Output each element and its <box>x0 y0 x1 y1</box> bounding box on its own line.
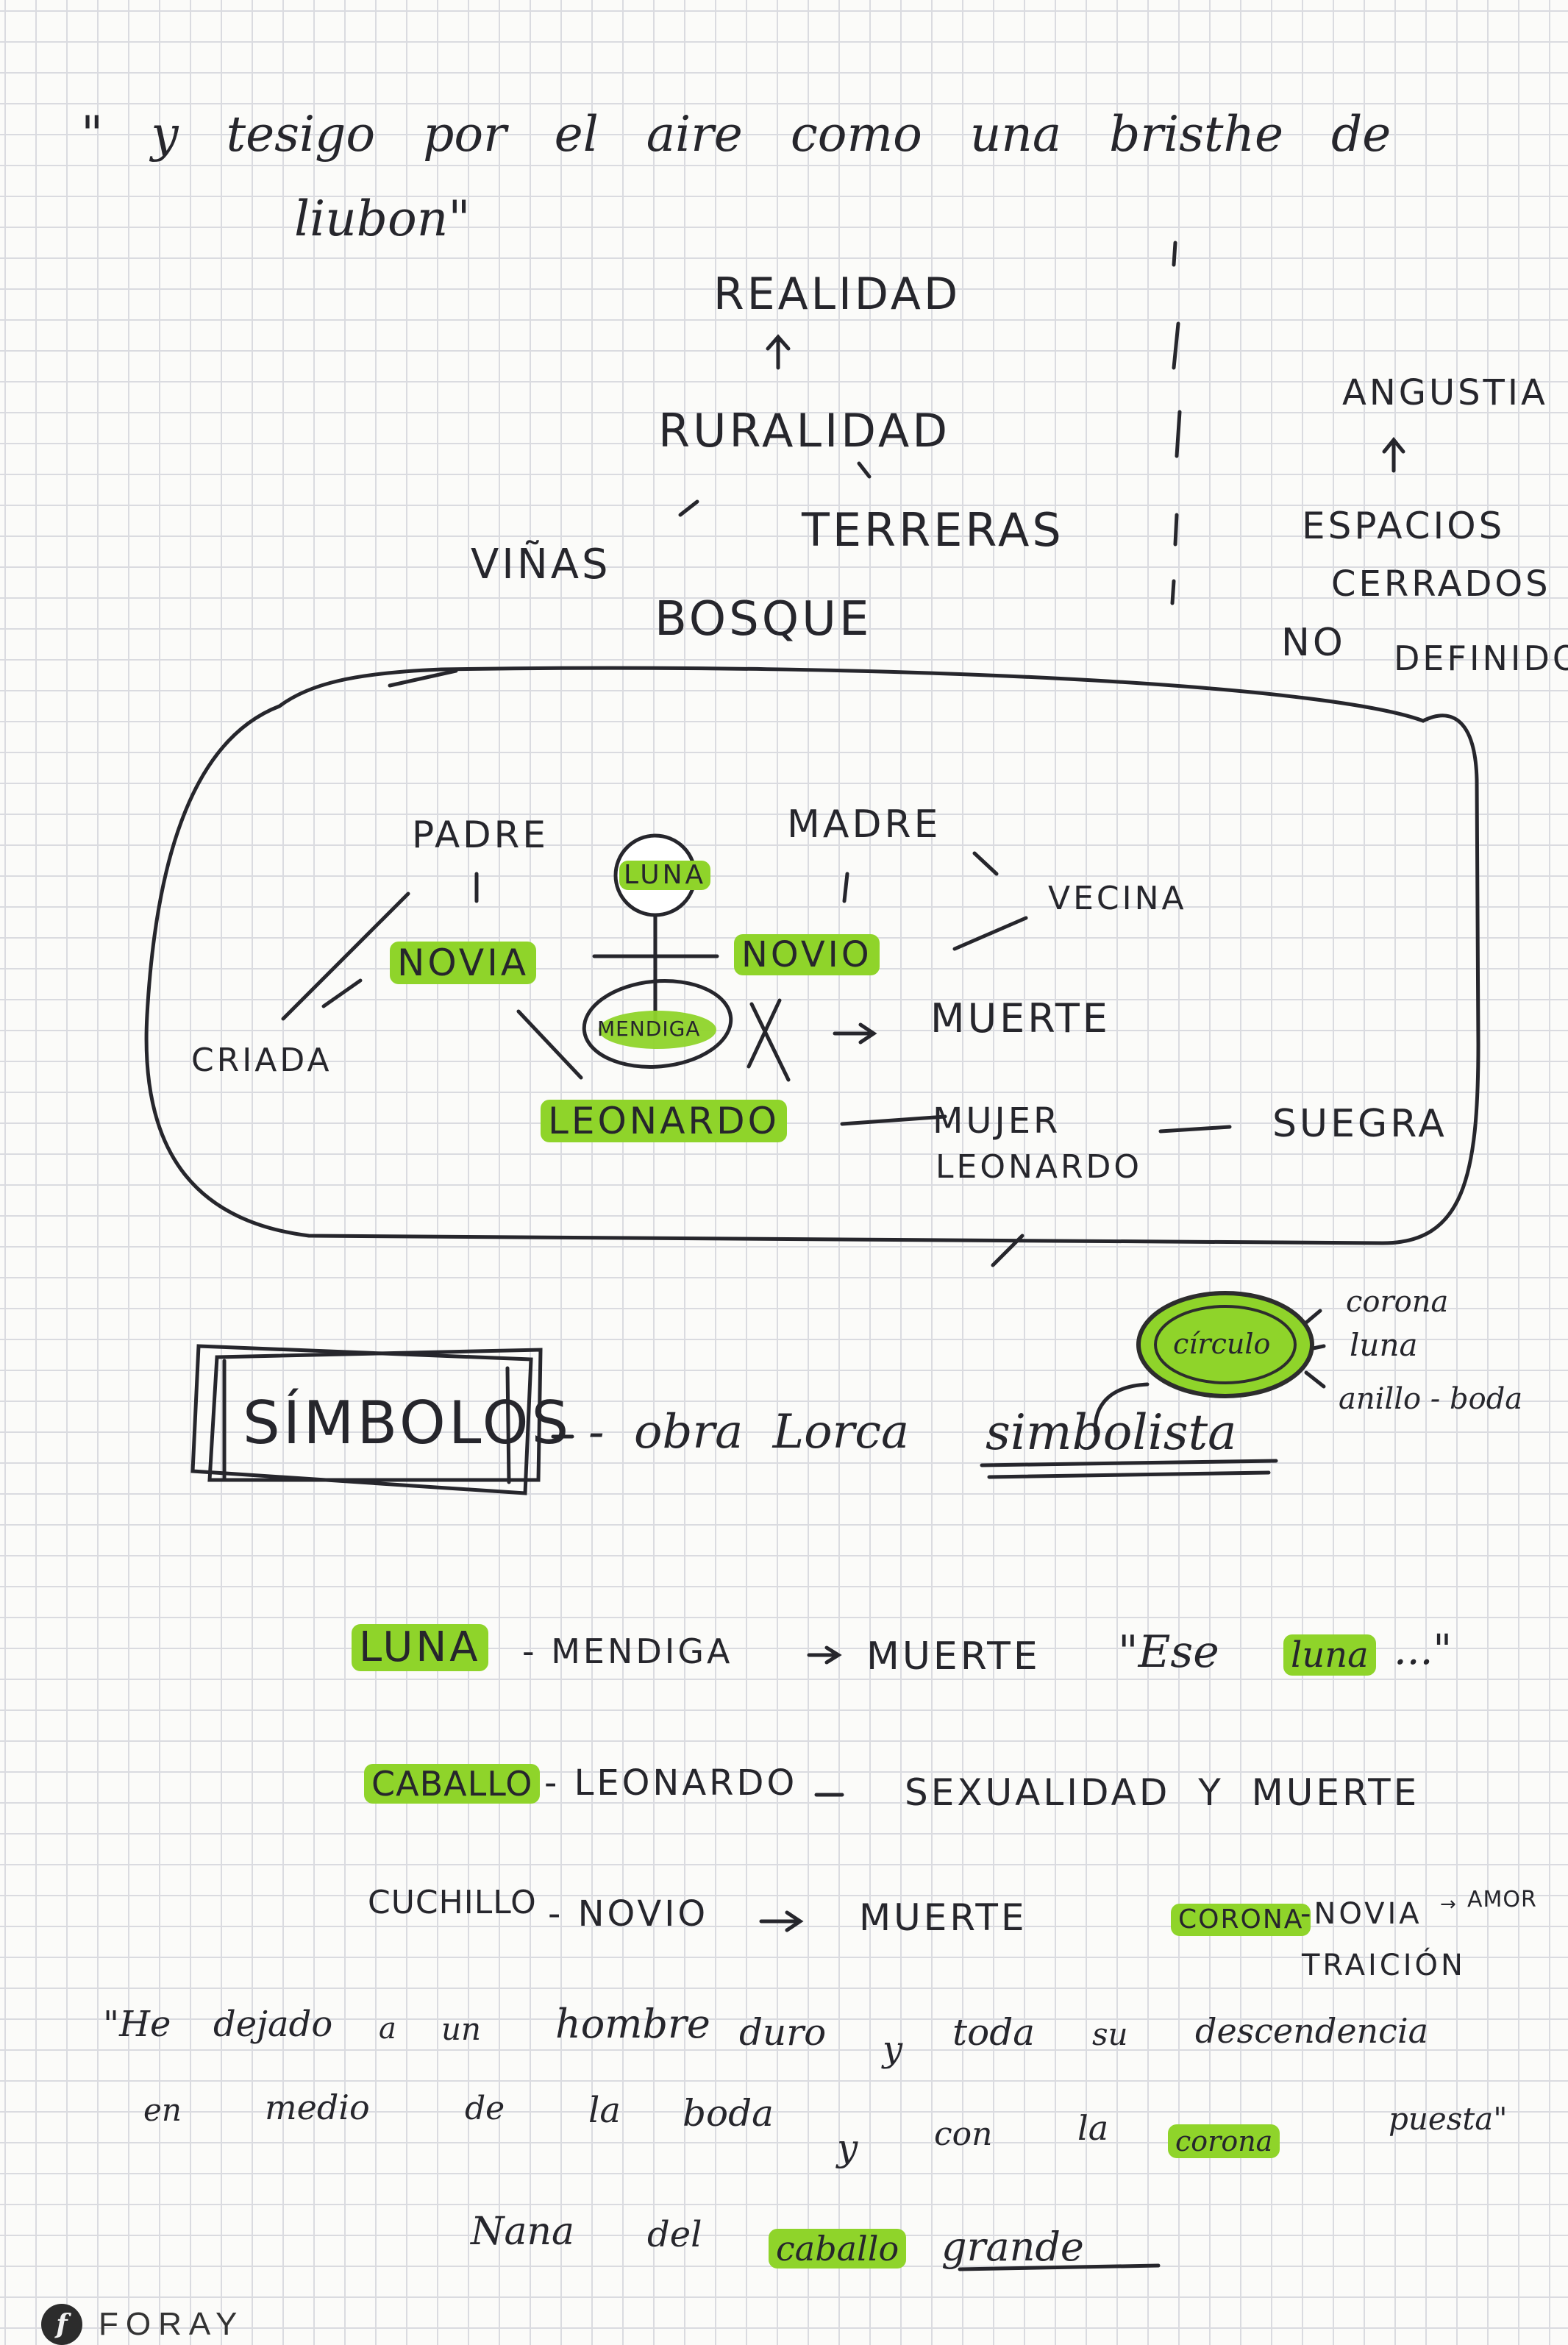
circulo-note-2: luna <box>1350 1327 1418 1363</box>
char-vecina: VECINA <box>1048 880 1187 917</box>
symbol-cuchillo-who: - NOVIO <box>548 1893 709 1935</box>
symbol-luna-who: - MENDIGA <box>522 1631 733 1671</box>
symbol-caballo: CABALLO <box>364 1764 541 1804</box>
quote-bottom-w7: y <box>883 2029 903 2070</box>
quote-bottom-puesta: puesta" <box>1389 2101 1508 2137</box>
char-mendiga: MENDIGA <box>597 1017 701 1041</box>
symbol-corona-arrow: → <box>1440 1893 1459 1915</box>
symbol-cuchillo-meaning: MUERTE <box>859 1896 1027 1939</box>
last-line-caballo: caballo <box>769 2229 907 2269</box>
label-realidad: REALIDAD <box>713 268 961 320</box>
char-mujer-leonardo: LEONARDO <box>936 1148 1143 1186</box>
symbol-luna-quote-close: ..." <box>1394 1626 1453 1674</box>
quote-bottom-w13: de <box>465 2090 505 2127</box>
quote-bottom-w4: un <box>441 2011 482 2047</box>
circulo-label: círculo <box>1173 1328 1271 1360</box>
quote-bottom-w10: descendencia <box>1195 2011 1429 2051</box>
brand-footer: f FORAY <box>41 2304 244 2345</box>
symbols-subtitle: - obra Lorca <box>588 1405 910 1459</box>
quote-bottom-w17: con <box>934 2116 993 2153</box>
symbols-simbolista: simbolista <box>986 1404 1237 1461</box>
char-suegra: SUEGRA <box>1272 1102 1447 1146</box>
symbol-cuchillo: CUCHILLO <box>368 1884 537 1921</box>
label-no: NO <box>1281 621 1346 665</box>
symbol-corona-traicion: TRAICIÓN <box>1302 1949 1466 1982</box>
char-leonardo: LEONARDO <box>541 1100 788 1142</box>
char-criada: CRIADA <box>191 1042 332 1079</box>
quote-bottom-w16: y <box>837 2127 858 2169</box>
last-line-grande: grande <box>941 2224 1084 2270</box>
symbol-luna-quote-open: "Ese <box>1118 1626 1219 1678</box>
label-terreras: TERRERAS <box>802 503 1064 557</box>
char-luna: LUNA <box>619 861 711 890</box>
quote-bottom-w8: toda <box>952 2011 1036 2054</box>
symbol-caballo-who: - LEONARDO <box>544 1762 798 1804</box>
quote-bottom-corona: corona <box>1168 2124 1280 2158</box>
char-muerte: MUERTE <box>930 995 1111 1042</box>
quote-bottom-w11: en <box>143 2092 182 2128</box>
circulo-note-1: corona <box>1346 1285 1449 1319</box>
char-mujer: MUJER <box>933 1100 1061 1142</box>
last-line-del: del <box>647 2214 702 2255</box>
symbol-luna: LUNA <box>352 1624 488 1671</box>
quote-bottom-w15: boda <box>683 2092 774 2135</box>
quote-bottom-w12: medio <box>265 2088 370 2127</box>
symbols-title: SÍMBOLOS <box>243 1389 572 1457</box>
brand-name: FORAY <box>99 2306 245 2342</box>
last-line-nana: Nana <box>471 2210 574 2254</box>
symbol-corona: CORONA <box>1171 1904 1311 1936</box>
symbol-luna-meaning: MUERTE <box>866 1634 1041 1679</box>
label-ruralidad: RURALIDAD <box>658 404 951 458</box>
label-cerrados: CERRADOS <box>1331 563 1551 605</box>
quote-bottom-w6: duro <box>739 2011 827 2054</box>
symbol-corona-amor: AMOR <box>1467 1887 1537 1912</box>
quote-bottom-w2: dejado <box>213 2004 333 2045</box>
symbol-luna-quote-hl: luna <box>1283 1634 1376 1676</box>
char-madre: MADRE <box>787 803 941 847</box>
quote-bottom-w9: su <box>1092 2016 1128 2052</box>
circulo-highlight-ring <box>1136 1291 1314 1398</box>
label-angustia: ANGUSTIA <box>1342 372 1548 413</box>
symbol-caballo-meaning: SEXUALIDAD Y MUERTE <box>905 1771 1420 1814</box>
foray-logo-icon: f <box>41 2304 82 2345</box>
label-espacios: ESPACIOS <box>1302 505 1505 547</box>
circulo-note-3: anillo - boda <box>1339 1382 1523 1416</box>
quote-bottom-w18: la <box>1077 2108 1109 2148</box>
quote-bottom-w5: hombre <box>555 2001 710 2047</box>
label-bosque: BOSQUE <box>655 592 872 647</box>
label-definidos: DEFINIDOS <box>1394 638 1568 678</box>
quote-bottom-w1: "He <box>103 2004 171 2045</box>
quote-bottom-w14: la <box>588 2090 621 2131</box>
quote-top-line1: " y tesigo por el aire como una bristhe … <box>81 106 1391 163</box>
quote-bottom-w3: a <box>379 2012 396 2046</box>
quote-top-line2: liubon" <box>294 191 471 247</box>
label-vinas: VIÑAS <box>471 541 611 588</box>
char-padre: PADRE <box>412 814 549 856</box>
symbol-corona-who: -NOVIA <box>1300 1897 1422 1931</box>
char-novio: NOVIO <box>734 934 880 975</box>
char-novia: NOVIA <box>390 942 537 984</box>
